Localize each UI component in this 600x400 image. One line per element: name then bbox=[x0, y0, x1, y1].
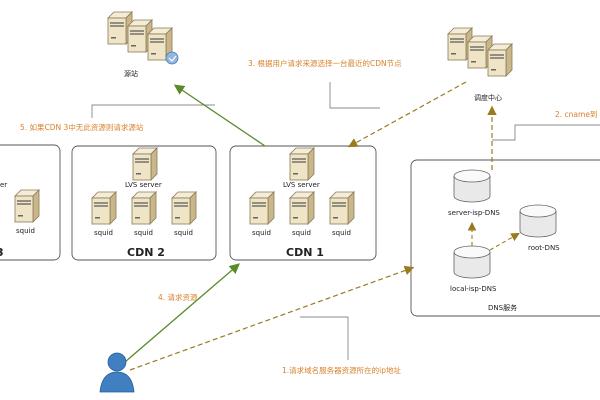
cdn1-squid-3: squid bbox=[332, 229, 351, 237]
user-icon bbox=[99, 352, 135, 393]
step3-leader bbox=[329, 82, 380, 109]
local-to-root-dns-arrow bbox=[489, 232, 520, 251]
cdn1-title: CDN 1 bbox=[286, 246, 324, 259]
cdn2-box bbox=[71, 145, 217, 261]
cdn2-lvs-label: LVS server bbox=[125, 181, 162, 189]
user-to-dns-arrow bbox=[129, 265, 415, 371]
step4-text: 4. 请求资源 bbox=[158, 292, 198, 302]
cdn3-squid-label: squid bbox=[16, 227, 35, 235]
scheduler-label: 调度中心 bbox=[474, 93, 502, 102]
cdn3-title: 3 bbox=[0, 246, 4, 259]
step1-text: 1.请求域名服务器资源所在的ip地址 bbox=[282, 365, 401, 375]
cdn1-squid-1: squid bbox=[252, 229, 271, 237]
cdn1-box bbox=[229, 145, 377, 261]
cdn1-lvs-label: LVS server bbox=[283, 181, 320, 189]
cdn2-squid-2: squid bbox=[134, 229, 153, 237]
local-isp-dns-cylinder bbox=[453, 245, 491, 279]
server-isp-dns-label: server-isp-DNS bbox=[448, 209, 500, 217]
cdn3-box bbox=[0, 144, 61, 261]
scheduler-server-group bbox=[447, 27, 513, 77]
cdn1-squid-2: squid bbox=[292, 229, 311, 237]
cdn-to-origin-arrow bbox=[173, 84, 266, 147]
scheduler-to-cdn1-arrow bbox=[347, 81, 467, 148]
step5-text: 5. 如果CDN 3中无此资源则请求源站 bbox=[20, 122, 144, 132]
step1-leader bbox=[300, 316, 349, 360]
cdn2-squid-3: squid bbox=[174, 229, 193, 237]
cdn2-title: CDN 2 bbox=[127, 246, 165, 259]
step2-leader bbox=[492, 124, 600, 141]
step2-text: 2. cname到 bbox=[555, 110, 597, 119]
root-dns-cylinder bbox=[519, 204, 557, 238]
local-isp-dns-label: local-isp-DNS bbox=[450, 285, 497, 293]
dns-service-box bbox=[410, 159, 600, 317]
root-dns-label: root-DNS bbox=[528, 244, 560, 252]
dns-service-label: DNS服务 bbox=[488, 303, 517, 312]
step5-leader bbox=[91, 104, 215, 118]
user-to-cdn1-arrow bbox=[124, 263, 240, 363]
cdn3-lvs-label: er bbox=[0, 181, 7, 189]
origin-server-group bbox=[107, 11, 179, 65]
step3-text: 3. 根据用户请求来源选择一台最近的CDN节点 bbox=[248, 58, 402, 68]
origin-label: 源站 bbox=[124, 69, 138, 78]
server-isp-dns-cylinder bbox=[453, 169, 491, 203]
cdn2-squid-1: squid bbox=[94, 229, 113, 237]
